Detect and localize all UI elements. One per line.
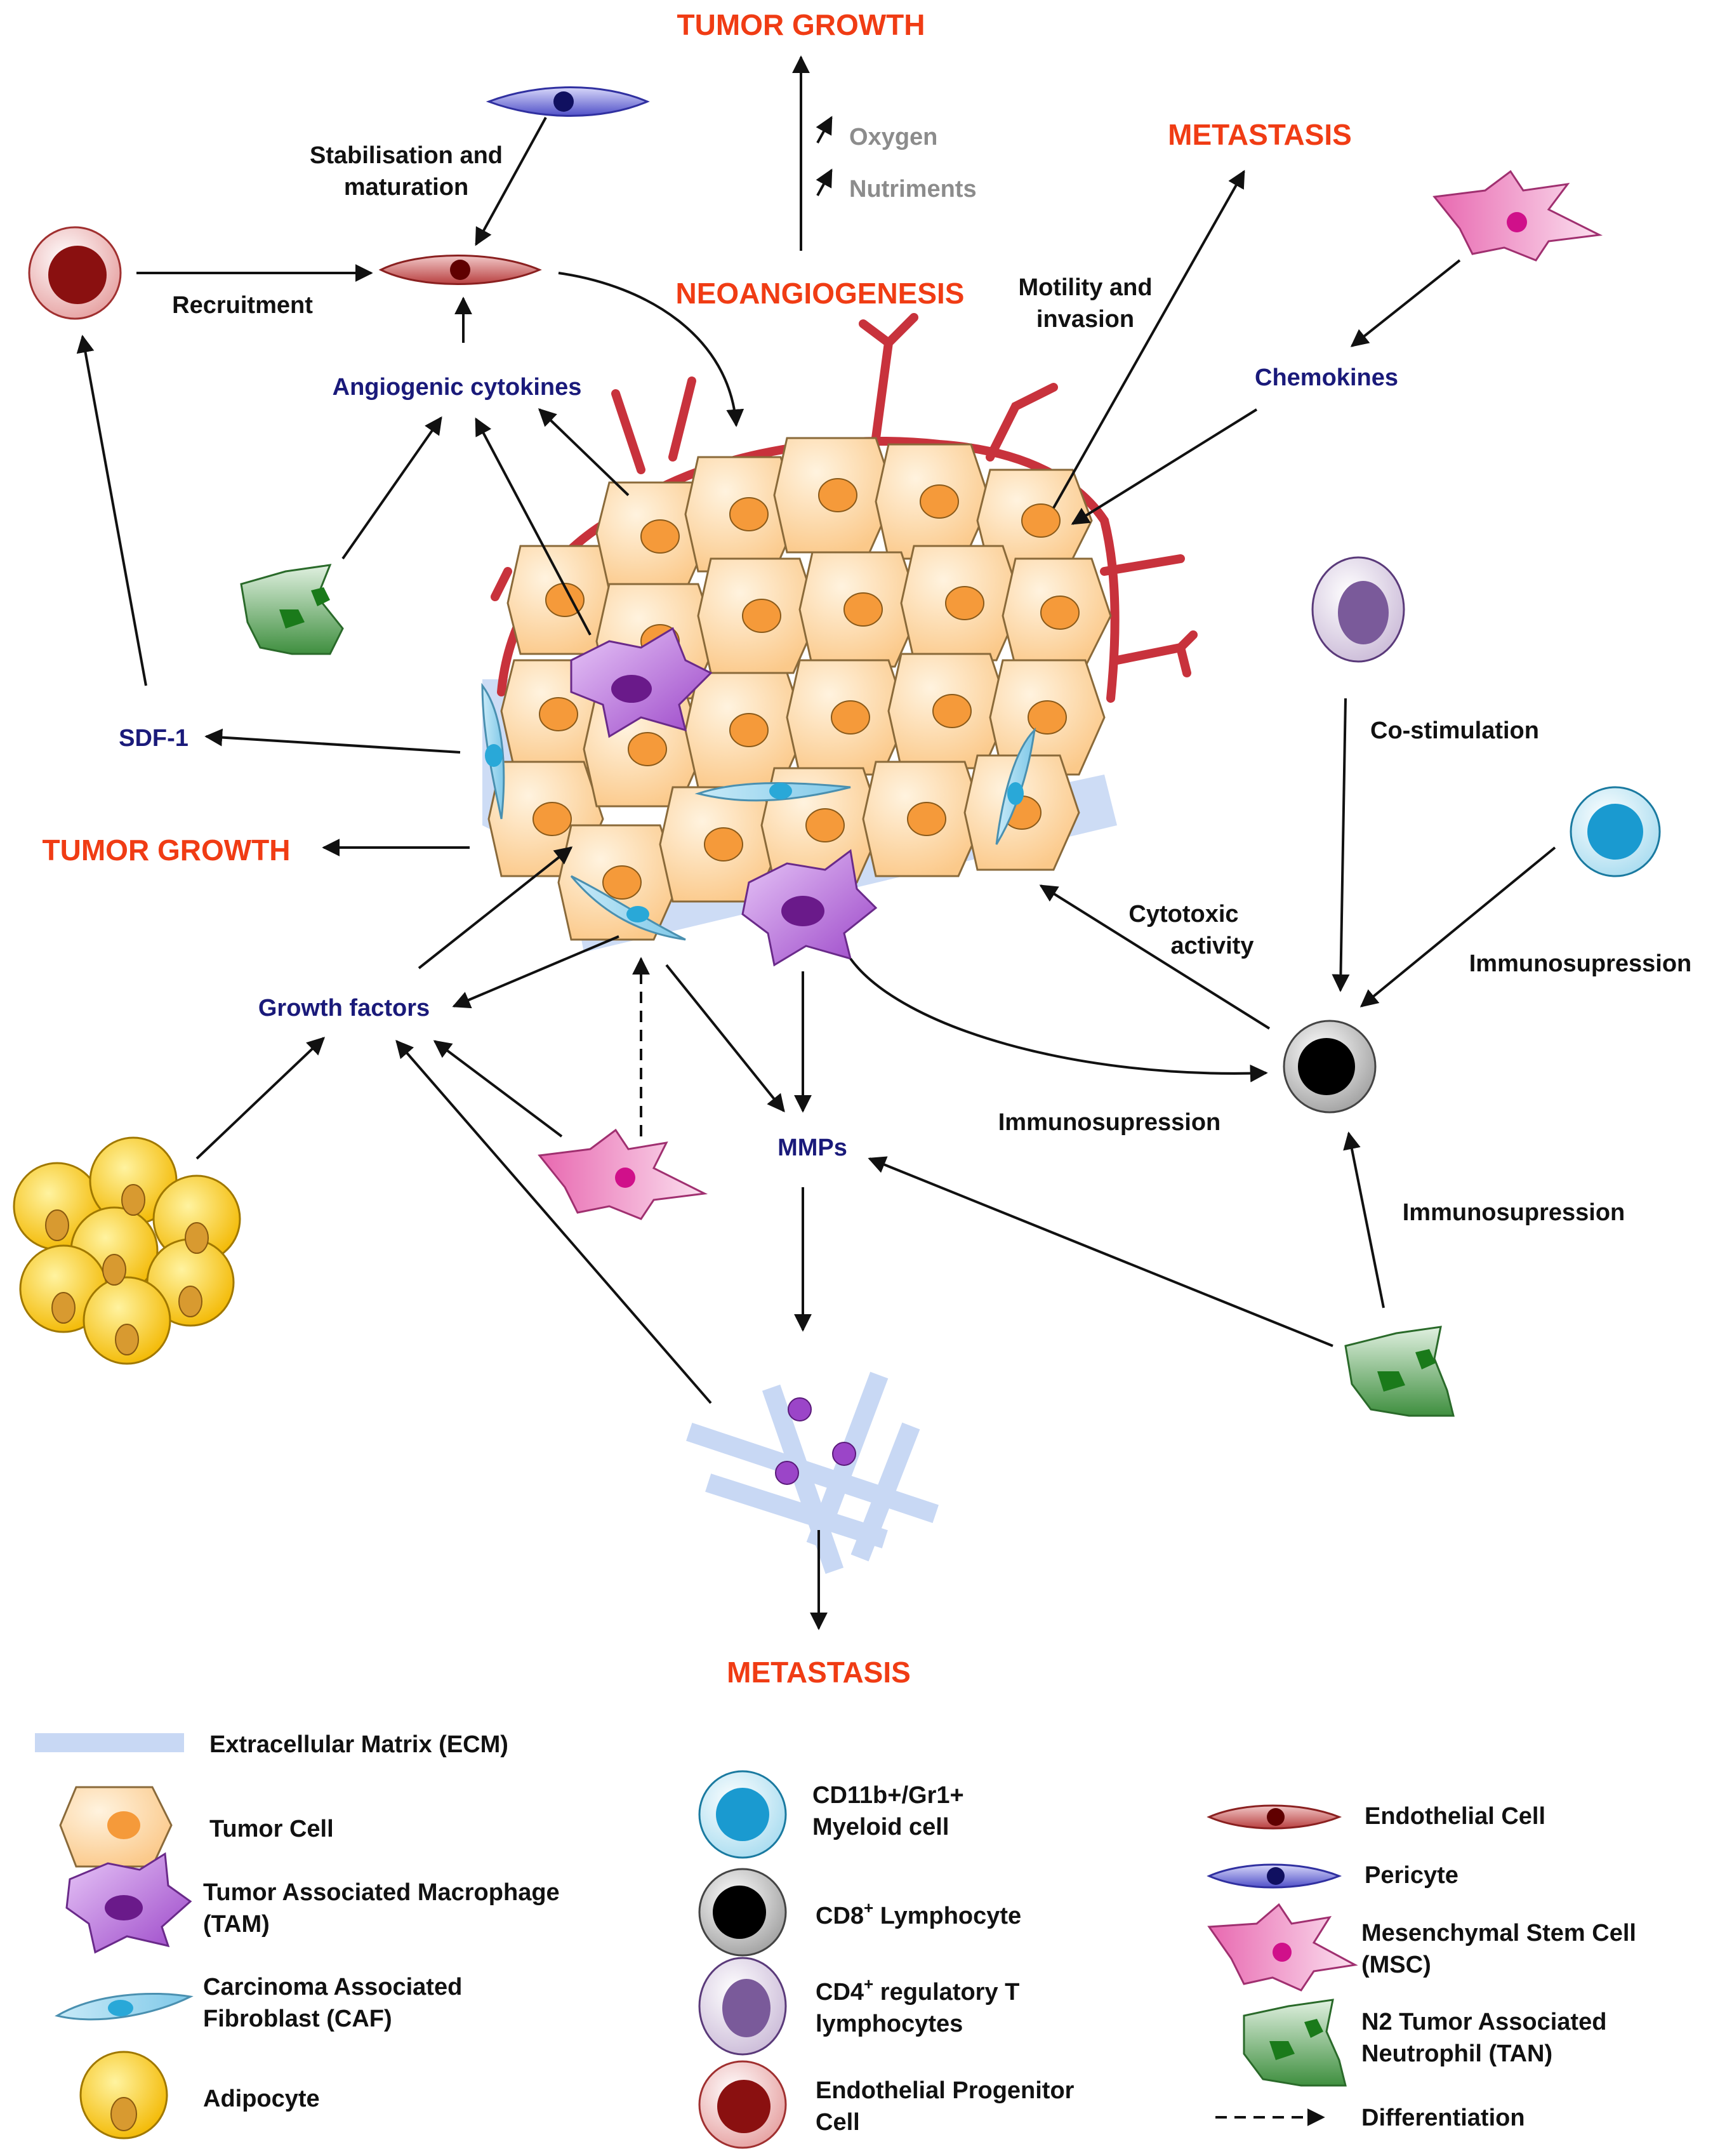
legend-epc-label-2: Cell — [816, 2109, 860, 2136]
increase-arrows — [816, 116, 833, 196]
legend-ecm-swatch — [35, 1733, 184, 1752]
label-motility-2: invasion — [1036, 306, 1134, 333]
legend-msc-icon — [1207, 1903, 1358, 1992]
legend-cd8-superscript: + — [864, 1898, 873, 1917]
legend-tam-label-2: (TAM) — [203, 1911, 270, 1938]
legend-cd4-rest: regulatory T — [873, 1979, 1019, 2006]
legend-differentiation-label: Differentiation — [1361, 2105, 1525, 2131]
legend-tumor-cell-label: Tumor Cell — [209, 1816, 334, 1842]
legend-cd8-main: CD8 — [816, 1903, 864, 1929]
legend-myeloid-icon — [698, 1770, 787, 1859]
epc-top-left — [28, 226, 122, 320]
legend-pericyte-icon — [1207, 1863, 1342, 1889]
legend-cd4-label-2: lymphocytes — [816, 2011, 963, 2037]
endothelial-cell-top — [378, 255, 542, 285]
tam-in-tumor-1 — [570, 627, 713, 738]
legend-adipocyte-icon — [79, 2051, 168, 2139]
legend-tumor-cell-icon — [59, 1786, 173, 1868]
legend-msc-label-2: (MSC) — [1361, 1952, 1431, 1978]
label-oxygen: Oxygen — [849, 124, 937, 150]
label-angiogenic-cytokines: Angiogenic cytokines — [333, 374, 582, 401]
label-sdf1: SDF-1 — [119, 725, 188, 752]
legend-epc-icon — [698, 2060, 787, 2149]
label-stabilisation-2: maturation — [344, 174, 468, 201]
label-immunosupression-center: Immunosupression — [998, 1109, 1221, 1136]
label-cytotoxic-1: Cytotoxic — [1128, 901, 1238, 928]
legend-endothelial-label: Endothelial Cell — [1365, 1803, 1545, 1830]
label-tumor-growth-left: TUMOR GROWTH — [43, 834, 291, 867]
legend-tan-icon — [1243, 1999, 1347, 2087]
legend-cd4-icon — [698, 1957, 787, 2056]
legend-caf-icon — [55, 1992, 194, 2021]
cd4-cell-right — [1311, 556, 1405, 663]
ecm-fragment — [686, 1371, 939, 1574]
ecm-vesicles — [775, 1397, 856, 1485]
legend-epc-label-1: Endothelial Progenitor — [816, 2077, 1075, 2104]
label-immunosupression-bottom: Immunosupression — [1403, 1199, 1625, 1226]
label-immunosupression-right: Immunosupression — [1469, 950, 1692, 977]
label-motility-1: Motility and — [1018, 274, 1152, 301]
label-metastasis-bottom: METASTASIS — [727, 1656, 911, 1689]
label-recruitment: Recruitment — [172, 292, 313, 319]
legend-pericyte-label: Pericyte — [1365, 1862, 1458, 1889]
legend-myeloid-label-1: CD11b+/Gr1+ — [812, 1782, 964, 1809]
legend-cd4-main: CD4 — [816, 1979, 864, 2006]
label-metastasis-top: METASTASIS — [1168, 118, 1352, 151]
legend-cd8-icon — [698, 1868, 787, 1957]
legend-caf-label-2: Fibroblast (CAF) — [203, 2006, 392, 2032]
arrows — [76, 55, 1556, 1630]
label-stabilisation-1: Stabilisation and — [310, 142, 503, 169]
msc-middle — [538, 1128, 708, 1220]
myeloid-cell-right — [1570, 786, 1661, 877]
tan-left — [240, 564, 344, 655]
tumor-mass — [481, 313, 1198, 967]
legend-msc-label-1: Mesenchymal Stem Cell — [1361, 1920, 1636, 1946]
legend-myeloid-label-2: Myeloid cell — [812, 1814, 949, 1840]
legend-tam-icon — [65, 1852, 192, 1954]
adipocyte-cluster — [13, 1136, 241, 1365]
legend: Extracellular Matrix (ECM) Tumor Cell Tu… — [35, 1731, 1636, 2149]
legend-caf-label-1: Carcinoma Associated — [203, 1974, 462, 2000]
tam-in-tumor-2 — [741, 849, 878, 967]
pericyte-top — [486, 86, 650, 117]
legend-adipocyte-label: Adipocyte — [203, 2086, 320, 2112]
cd8-cell-right — [1283, 1020, 1377, 1114]
msc-top-right — [1432, 170, 1603, 262]
legend-cd4-superscript: + — [864, 1974, 873, 1993]
label-nutriments: Nutriments — [849, 176, 977, 203]
tan-right — [1344, 1326, 1455, 1417]
label-mmps: MMPs — [777, 1135, 847, 1161]
legend-cd4-label-1: CD4+ regulatory T — [816, 1974, 1019, 2006]
legend-endothelial-icon — [1207, 1804, 1342, 1830]
label-co-stimulation: Co-stimulation — [1370, 717, 1539, 744]
label-neoangiogenesis: NEOANGIOGENESIS — [676, 277, 965, 310]
label-tumor-growth-top: TUMOR GROWTH — [677, 8, 925, 41]
legend-tam-label-1: Tumor Associated Macrophage — [203, 1879, 560, 1906]
legend-tan-label-2: Neutrophil (TAN) — [1361, 2040, 1552, 2067]
label-growth-factors: Growth factors — [258, 995, 430, 1021]
label-cytotoxic-2: activity — [1171, 933, 1254, 959]
legend-cd8-rest: Lymphocyte — [873, 1903, 1021, 1929]
label-chemokines: Chemokines — [1255, 364, 1398, 391]
legend-tan-label-1: N2 Tumor Associated — [1361, 2009, 1606, 2035]
legend-cd8-label: CD8+ Lymphocyte — [816, 1898, 1021, 1929]
legend-ecm-label: Extracellular Matrix (ECM) — [209, 1731, 508, 1758]
